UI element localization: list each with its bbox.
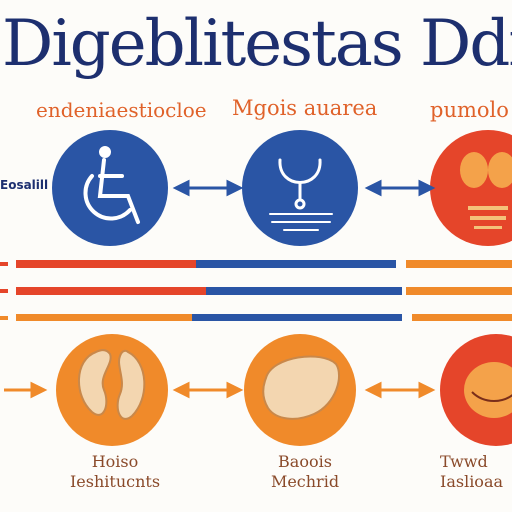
arrow-top-2 xyxy=(364,179,436,197)
footer-left-line2: Ieshitucnts xyxy=(69,472,161,491)
footer-right-line2: Iaslioaa xyxy=(440,472,504,491)
arrow-bottom-left xyxy=(4,381,48,399)
footer-center-line1: Baoois xyxy=(278,452,332,471)
header-center: Mgois auarea xyxy=(232,96,378,120)
arrow-bottom-2 xyxy=(364,381,436,399)
wheelchair-icon xyxy=(83,146,140,224)
arrow-top-1 xyxy=(172,179,244,197)
wheelchair-circle xyxy=(52,130,168,246)
stethoscope-icon xyxy=(269,158,333,231)
kidney-circle xyxy=(56,334,168,446)
header-left: endeniaestiocloe xyxy=(36,98,207,122)
stomach-icon xyxy=(464,362,512,418)
footer-center: Baoois Mechrid xyxy=(250,452,360,492)
side-label: Eosalill xyxy=(0,178,49,192)
footer-center-line2: Mechrid xyxy=(270,472,340,491)
liver-icon xyxy=(262,355,340,420)
footer-right: Twwd Iaslioaa xyxy=(440,452,512,492)
bar-row-3 xyxy=(0,314,512,321)
footer-left-line1: Hoiso xyxy=(91,452,139,471)
footer-left: Hoiso Ieshitucnts xyxy=(60,452,170,492)
arrow-bottom-1 xyxy=(172,381,244,399)
kidney-icon xyxy=(78,349,146,420)
page-title: Digeblitestas Ddite xyxy=(2,7,512,81)
footer-right-line1: Twwd xyxy=(440,452,488,471)
header-right: pumolo xyxy=(430,98,509,122)
bar-row-1 xyxy=(0,260,512,268)
bar-row-2 xyxy=(0,287,512,295)
organ-icon xyxy=(460,152,512,229)
